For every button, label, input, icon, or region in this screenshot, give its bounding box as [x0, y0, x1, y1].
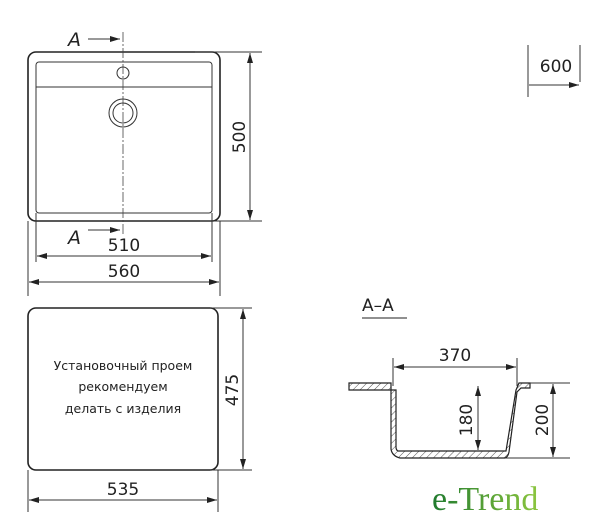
dim-600: 600 [540, 57, 572, 77]
dim-500: 500 [230, 121, 250, 153]
section-label-top: A [66, 29, 81, 51]
cabinet-dimension: 600 [527, 45, 581, 97]
section-title: A–A [362, 296, 394, 316]
sink-inner-outline [35, 61, 213, 214]
dim-560: 560 [108, 262, 140, 282]
section-view: A–A 370 180 200 [348, 296, 570, 459]
note-line-1: Установочный проем [54, 358, 193, 373]
cutout-view: Установочный проем рекомендуем делать с … [27, 307, 252, 512]
dim-200: 200 [533, 404, 553, 436]
sink-section-profile [348, 382, 531, 459]
note-line-3: делать с изделия [65, 401, 181, 416]
sink-outer-outline [27, 51, 221, 222]
dim-535: 535 [107, 480, 139, 500]
dim-180: 180 [457, 404, 477, 436]
note-line-2: рекомендуем [78, 379, 167, 394]
dim-475: 475 [223, 374, 243, 406]
dim-510: 510 [108, 236, 140, 256]
brand-logo: e-Trend [432, 481, 538, 518]
dim-370: 370 [439, 346, 471, 366]
section-label-bottom: A [66, 227, 81, 249]
cutout-outline [27, 307, 219, 471]
top-view: A A 500 510 560 [27, 29, 262, 296]
